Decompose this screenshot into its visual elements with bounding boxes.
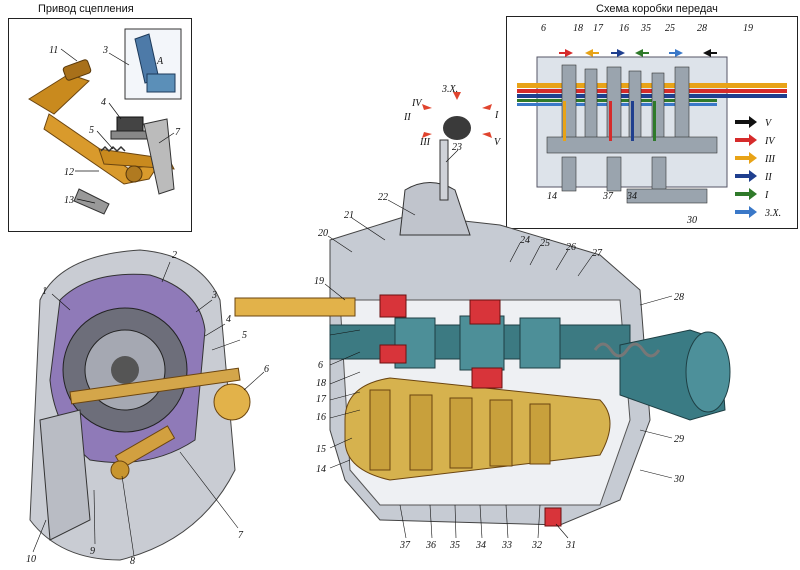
legend-label-v: V bbox=[765, 118, 773, 129]
clutch-housing bbox=[29, 249, 251, 561]
clutch-drive-panel: 11 3 A 4 5 7 12 13 bbox=[8, 18, 192, 232]
clutch-drive-title: Привод сцепления bbox=[38, 3, 134, 15]
shift-label-iv: IV bbox=[411, 98, 423, 109]
clutch-label-5: 5 bbox=[89, 125, 94, 136]
scheme-label-19: 19 bbox=[743, 23, 753, 34]
clutch-label-4: 4 bbox=[101, 97, 106, 108]
legend-label-iii: III bbox=[764, 154, 776, 165]
gearbox-label-16: 16 bbox=[316, 412, 326, 423]
scheme-label-37: 37 bbox=[602, 191, 614, 202]
gearbox-label-25: 25 bbox=[540, 238, 550, 249]
scheme-label-17: 17 bbox=[593, 23, 604, 34]
legend-arrow-i bbox=[735, 188, 757, 200]
clutch-unit-label-8: 8 bbox=[130, 556, 135, 567]
legend-arrow-v bbox=[735, 116, 757, 128]
gearbox-label-26: 26 bbox=[566, 242, 576, 253]
gearbox-scheme-title: Схема коробки передач bbox=[596, 3, 718, 15]
shift-label-iii: III bbox=[419, 137, 431, 148]
gearbox-scheme-panel: 6 18 17 16 35 25 28 19 14 37 34 30 V IV bbox=[506, 16, 798, 229]
legend-item-iii: III bbox=[735, 152, 776, 165]
gearbox-label-17: 17 bbox=[316, 394, 327, 405]
legend-item-reverse: 3.X. bbox=[735, 206, 781, 219]
clutch-drive-drawing: 11 3 A 4 5 7 12 13 bbox=[28, 28, 182, 215]
gearbox-label-37: 37 bbox=[399, 540, 411, 551]
scheme-label-14: 14 bbox=[547, 191, 557, 202]
legend-arrow-iii bbox=[735, 152, 757, 164]
scheme-label-18: 18 bbox=[573, 23, 583, 34]
gearbox-label-14: 14 bbox=[316, 464, 326, 475]
scheme-label-6: 6 bbox=[541, 23, 546, 34]
legend-label-ii: II bbox=[764, 172, 772, 183]
clutch-label-a: A bbox=[156, 56, 164, 67]
clutch-unit-label-4: 4 bbox=[226, 314, 231, 325]
clutch-label-11: 11 bbox=[49, 45, 58, 56]
legend-arrow-reverse bbox=[735, 206, 757, 218]
clutch-unit-label-6: 6 bbox=[264, 364, 269, 375]
scheme-label-35: 35 bbox=[640, 23, 651, 34]
shift-label-i: I bbox=[494, 110, 499, 121]
clutch-unit-label-3: 3 bbox=[211, 290, 217, 301]
clutch-unit-label-5: 5 bbox=[242, 330, 247, 341]
gearbox-label-36: 36 bbox=[425, 540, 436, 551]
gearbox-label-35: 35 bbox=[449, 540, 460, 551]
clutch-unit-label-1: 1 bbox=[42, 286, 47, 297]
gearbox-label-28: 28 bbox=[674, 292, 684, 303]
gearbox-label-18: 18 bbox=[316, 378, 326, 389]
scheme-label-16: 16 bbox=[619, 23, 629, 34]
clutch-label-3: 3 bbox=[102, 45, 108, 56]
gearbox-label-29: 29 bbox=[674, 434, 684, 445]
clutch-unit-label-9: 9 bbox=[90, 546, 95, 557]
gearbox-label-23: 23 bbox=[452, 142, 462, 153]
scheme-label-30: 30 bbox=[686, 215, 697, 226]
clutch-label-13: 13 bbox=[64, 195, 74, 206]
legend-label-reverse: 3.X. bbox=[764, 208, 781, 219]
clutch-label-12: 12 bbox=[64, 167, 74, 178]
gearbox-label-21: 21 bbox=[344, 210, 354, 221]
gearbox-label-30: 30 bbox=[673, 474, 684, 485]
clutch-label-7: 7 bbox=[175, 127, 181, 138]
clutch-unit-label-7: 7 bbox=[238, 530, 244, 541]
legend-label-iv: IV bbox=[764, 136, 776, 147]
legend-arrow-ii bbox=[735, 170, 757, 182]
gear-legend: V IV III II I bbox=[735, 116, 781, 219]
gearbox-label-19: 19 bbox=[314, 276, 324, 287]
shift-label-reverse: 3.X. bbox=[441, 84, 458, 95]
gearbox-label-20: 20 bbox=[318, 228, 328, 239]
legend-item-v: V bbox=[735, 116, 773, 129]
scheme-label-28: 28 bbox=[697, 23, 707, 34]
gearbox-label-27: 27 bbox=[592, 248, 603, 259]
gearbox-label-22: 22 bbox=[378, 192, 388, 203]
gearbox-label-34: 34 bbox=[475, 540, 486, 551]
clutch-unit-label-2: 2 bbox=[172, 250, 177, 261]
gearbox-label-31: 31 bbox=[565, 540, 576, 551]
legend-label-i: I bbox=[764, 190, 769, 201]
gearbox-scheme-drawing: 6 18 17 16 35 25 28 19 14 37 34 30 V IV bbox=[517, 23, 787, 226]
scheme-label-25: 25 bbox=[665, 23, 675, 34]
clutch-unit-label-10: 10 bbox=[26, 554, 36, 565]
gearbox-label-32: 32 bbox=[531, 540, 542, 551]
gearbox-label-6: 6 bbox=[318, 360, 323, 371]
shift-label-v: V bbox=[494, 137, 502, 148]
legend-arrow-iv bbox=[735, 134, 757, 146]
gearbox-label-15: 15 bbox=[316, 444, 326, 455]
scheme-label-34: 34 bbox=[626, 191, 637, 202]
gearbox-label-24: 24 bbox=[520, 235, 530, 246]
shift-label-ii: II bbox=[403, 112, 411, 123]
legend-item-ii: II bbox=[735, 170, 772, 183]
gearbox-label-33: 33 bbox=[501, 540, 512, 551]
legend-item-iv: IV bbox=[735, 134, 776, 147]
legend-item-i: I bbox=[735, 188, 769, 201]
shift-arrows bbox=[422, 92, 492, 138]
